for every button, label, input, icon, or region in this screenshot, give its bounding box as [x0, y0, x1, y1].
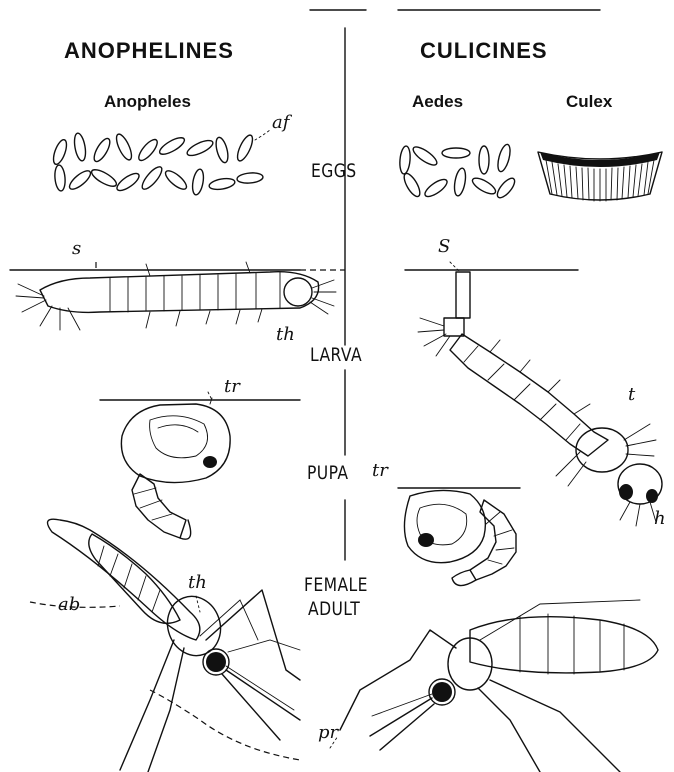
culicine-adult	[340, 600, 658, 772]
culex-egg-raft	[538, 152, 662, 201]
part-label-af: af	[272, 112, 289, 133]
stage-label-female: FEMALE	[304, 574, 368, 596]
anopheles-larva	[16, 262, 336, 330]
genus-culex: Culex	[566, 92, 612, 112]
part-label-tr-left: tr	[224, 376, 240, 397]
part-label-ab: ab	[58, 594, 80, 615]
stage-label-pupa: PUPA	[307, 462, 348, 484]
anopheles-adult	[30, 519, 300, 772]
part-label-th-larva: th	[276, 324, 295, 345]
part-label-s-left: s	[72, 238, 81, 259]
part-label-th-larva-right: t	[628, 384, 635, 405]
part-label-h: h	[654, 508, 666, 529]
aedes-eggs	[399, 143, 518, 200]
part-label-th-adult: th	[188, 572, 207, 593]
stage-label-adult: ADULT	[308, 598, 360, 620]
anopheles-pupa	[121, 398, 230, 539]
genus-aedes: Aedes	[412, 92, 463, 112]
part-label-s-right: S	[438, 236, 450, 257]
part-label-tr-right: tr	[372, 460, 388, 481]
part-label-pr: pr	[318, 722, 338, 743]
stage-label-larva: LARVA	[310, 344, 362, 366]
stage-label-eggs: EGGS	[311, 160, 357, 182]
culicine-pupa	[404, 490, 516, 585]
anopheles-eggs	[51, 130, 270, 196]
genus-anopheles: Anopheles	[104, 92, 191, 112]
group-title-culicines: CULICINES	[420, 38, 548, 64]
group-title-anophelines: ANOPHELINES	[64, 38, 234, 64]
